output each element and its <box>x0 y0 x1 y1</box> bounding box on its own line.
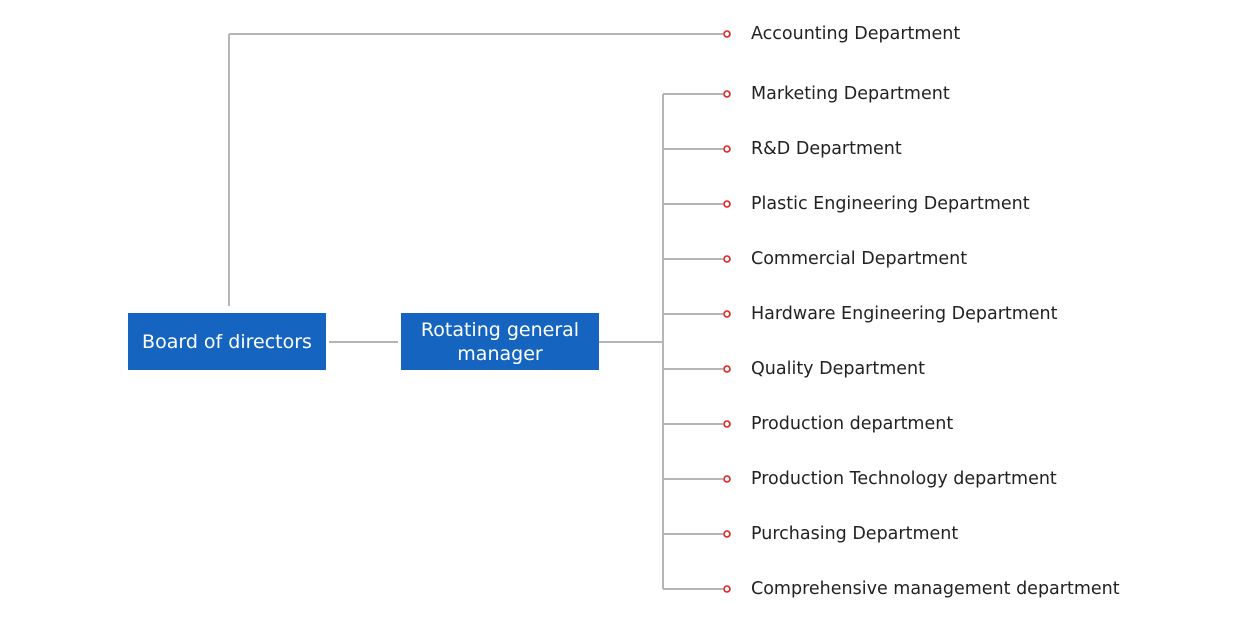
department-bullet-marker <box>723 310 731 318</box>
department-item: Production Technology department <box>751 469 1057 489</box>
department-item: Accounting Department <box>751 24 961 44</box>
department-bullet-marker <box>723 145 731 153</box>
department-item: Plastic Engineering Department <box>751 194 1030 214</box>
department-bullet-marker <box>723 475 731 483</box>
department-bullet-marker <box>723 530 731 538</box>
department-item: R&D Department <box>751 139 902 159</box>
department-bullet-marker <box>723 200 731 208</box>
department-item: Quality Department <box>751 359 925 379</box>
department-bullet-marker <box>723 420 731 428</box>
department-item: Comprehensive management department <box>751 579 1120 599</box>
board-of-directors-node: Board of directors <box>128 313 326 370</box>
department-item: Commercial Department <box>751 249 968 269</box>
department-item: Purchasing Department <box>751 524 959 544</box>
department-bullet-marker <box>723 585 731 593</box>
connector-lines <box>228 33 723 590</box>
department-item: Production department <box>751 414 954 434</box>
department-bullet-marker <box>723 255 731 263</box>
board-of-directors-label: Board of directors <box>142 330 312 353</box>
rotating-general-manager-node: Rotating general manager <box>401 313 599 370</box>
department-bullet-marker <box>723 90 731 98</box>
bullet-markers <box>723 30 731 593</box>
department-item: Hardware Engineering Department <box>751 304 1058 324</box>
department-bullet-marker <box>723 365 731 373</box>
rotating-general-manager-label: Rotating general manager <box>420 318 580 365</box>
department-item: Marketing Department <box>751 84 950 104</box>
department-bullet-marker <box>723 30 731 38</box>
